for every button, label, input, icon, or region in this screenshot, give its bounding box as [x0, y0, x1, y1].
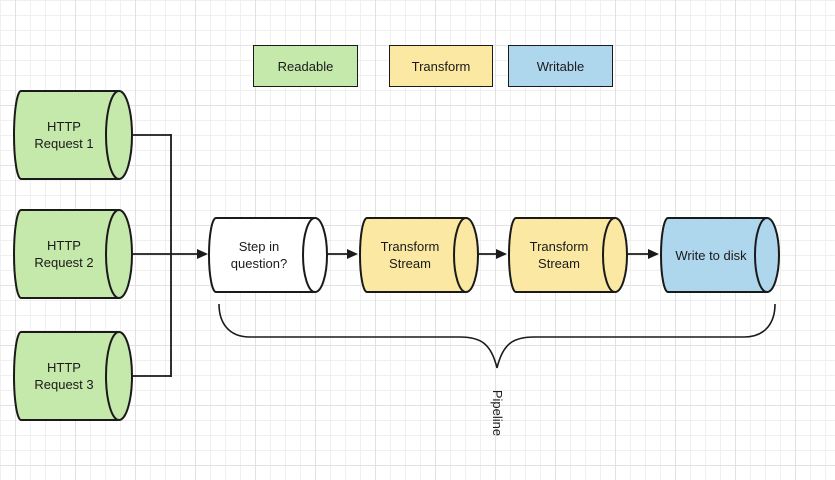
cylinder-shape [13, 331, 133, 421]
legend-label-transform: Transform [411, 58, 471, 74]
node-step-in-question[interactable]: Step in question? [208, 217, 328, 293]
node-http-request-2[interactable]: HTTP Request 2 [13, 209, 133, 299]
cylinder-shape [13, 90, 133, 180]
arrowhead-into-transform1 [347, 249, 358, 259]
pipeline-brace [218, 303, 776, 369]
legend-chip-transform[interactable]: Transform [389, 45, 493, 87]
legend-chip-readable[interactable]: Readable [253, 45, 358, 87]
cylinder-shape [359, 217, 479, 293]
legend-label-readable: Readable [277, 58, 334, 74]
legend-chip-writable[interactable]: Writable [508, 45, 613, 87]
node-http-request-3[interactable]: HTTP Request 3 [13, 331, 133, 421]
node-transform-stream-1[interactable]: Transform Stream [359, 217, 479, 293]
pipeline-brace-label: Pipeline [490, 389, 505, 437]
cylinder-shape [660, 217, 780, 293]
node-transform-stream-2[interactable]: Transform Stream [508, 217, 628, 293]
node-write-to-disk[interactable]: Write to disk [660, 217, 780, 293]
arrowhead-into-write [648, 249, 659, 259]
cylinder-shape [508, 217, 628, 293]
arrowhead-into-step [197, 249, 208, 259]
arrowhead-into-transform2 [496, 249, 507, 259]
cylinder-shape [13, 209, 133, 299]
legend-label-writable: Writable [536, 58, 585, 74]
node-http-request-1[interactable]: HTTP Request 1 [13, 90, 133, 180]
fan-in-connector [133, 134, 198, 377]
cylinder-shape [208, 217, 328, 293]
